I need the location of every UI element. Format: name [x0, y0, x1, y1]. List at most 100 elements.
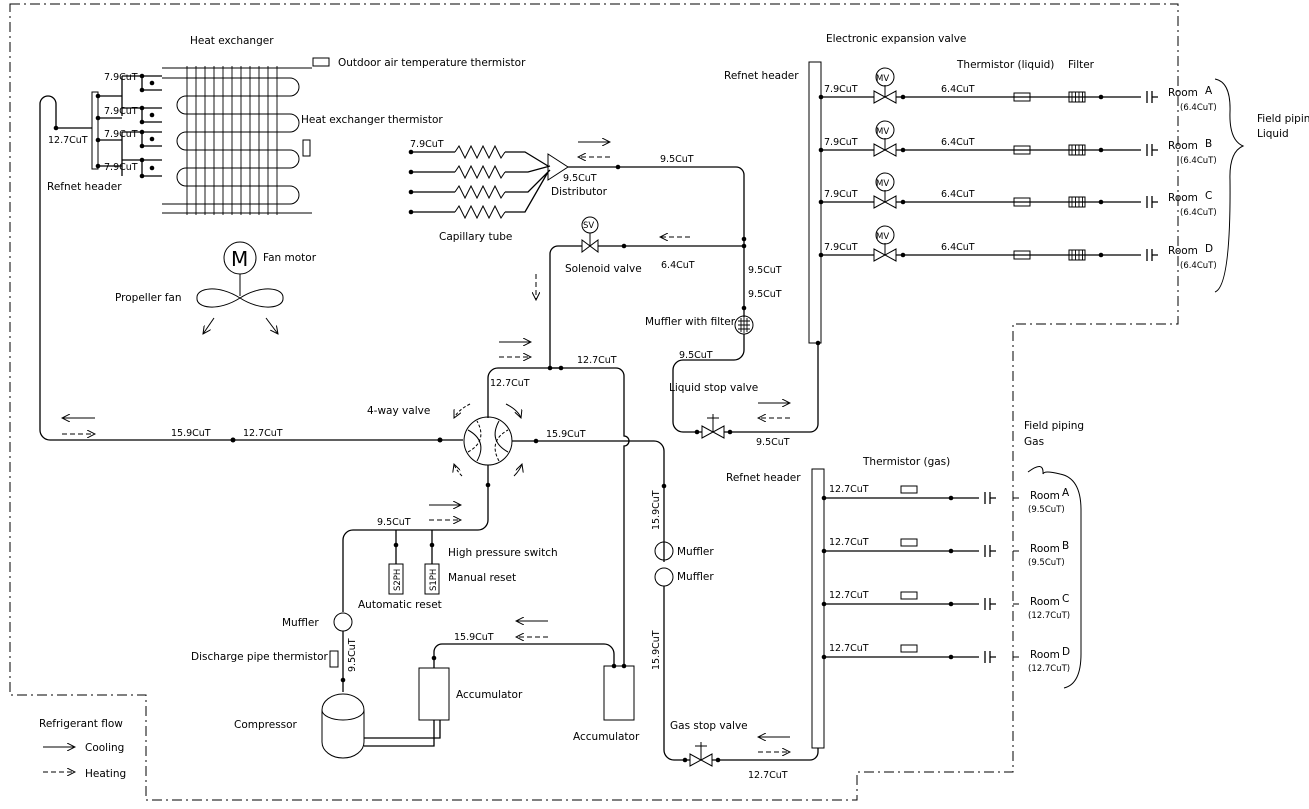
s1ph-switch-icon [424, 563, 440, 595]
s1ph-label: S1PH [429, 569, 439, 591]
valve-top-pipe-label: 12.7CuT [490, 378, 530, 389]
main-left-pipe [39, 95, 463, 441]
gas-thermistor-icon [900, 644, 918, 653]
eev-valve-body [873, 90, 887, 104]
gas-branch-pipe [824, 492, 996, 504]
outdoor-air-thermistor-label: Outdoor air temperature thermistor [338, 57, 526, 69]
gas-branch-pipe [824, 598, 996, 610]
liquid-branch-pipe [821, 196, 1158, 208]
field-piping-liquid-label-2: Liquid [1257, 128, 1289, 140]
liquid-branch-node [1098, 252, 1104, 258]
compressor-icon [321, 693, 365, 759]
unit-boundary [9, 3, 1179, 801]
hx-main-pipe: 12.7CuT [48, 135, 88, 146]
liquid-thermistor-icon [1013, 197, 1031, 207]
liquid-room-name: Room [1168, 140, 1198, 152]
propeller-fan-label: Propeller fan [115, 292, 182, 304]
gas-branch-node [948, 654, 954, 660]
gas-room-letter: A [1062, 487, 1070, 499]
liquid-vertical-pipe-1: 9.5CuT [748, 265, 782, 276]
refnet-header-left-label: Refnet header [47, 181, 122, 193]
gas-branch-pipe [824, 651, 996, 663]
accumulator-1-label: Accumulator [456, 689, 523, 701]
thermistor-gas-label: Thermistor (gas) [862, 456, 950, 468]
outdoor-air-thermistor-icon [312, 57, 330, 67]
muffler-left-label: Muffler [282, 617, 319, 629]
solenoid-line-pipe: 6.4CuT [661, 260, 695, 271]
eev-mv-label: MV [876, 127, 889, 137]
gas-branch-pipe-size: 12.7CuT [829, 590, 869, 601]
hx-thermistor-label: Heat exchanger thermistor [301, 114, 443, 126]
four-way-valve-label: 4-way valve [367, 405, 430, 417]
liquid-branch-node [900, 252, 906, 258]
accumulator-line-pipe: 15.9CuT [454, 632, 494, 643]
liquid-branch-pipe [821, 249, 1158, 261]
solenoid-valve-label: Solenoid valve [565, 263, 642, 275]
liquid-room-letter: C [1205, 190, 1212, 202]
filter-label: Filter [1068, 59, 1095, 71]
solenoid-sv-letter: SV [583, 221, 594, 231]
muffler-with-filter-label: Muffler with filter [645, 316, 736, 328]
gas-room-name: Room [1030, 490, 1060, 502]
accumulator-2-label: Accumulator [573, 731, 640, 743]
thermistor-liquid-label: Thermistor (liquid) [956, 59, 1054, 71]
accumulator-1-icon [418, 667, 450, 721]
liquid-branch-pipe-size: 6.4CuT [941, 242, 975, 253]
liquid-room-letter: B [1205, 138, 1212, 150]
liquid-stop-valve-label: Liquid stop valve [669, 382, 758, 394]
discharge-h-pipe: 9.5CuT [377, 517, 411, 528]
gas-stop-valve-icon [689, 742, 713, 767]
gas-stop-pipe: 12.7CuT [748, 770, 788, 781]
gas-stop-valve-label: Gas stop valve [670, 720, 748, 732]
suction-top-pipe [550, 367, 630, 666]
heat-exchanger-label: Heat exchanger [190, 35, 274, 47]
liquid-branch-node [818, 94, 824, 100]
liquid-branch-node [1098, 147, 1104, 153]
accumulator-2-icon [603, 665, 635, 721]
gas-branch-pipe-size: 12.7CuT [829, 643, 869, 654]
muffler-b-label: Muffler [677, 571, 714, 583]
muffler-a-icon [654, 541, 674, 561]
eev-actuator-icon [875, 225, 895, 245]
gas-branch-node [948, 495, 954, 501]
gas-vertical-pipe-2: 15.9CuT [651, 630, 662, 670]
liquid-branch-pipe-size: 6.4CuT [941, 189, 975, 200]
hx-pipe-d: 7.9CuT [104, 162, 138, 173]
eev-valve-body [883, 143, 897, 157]
main-left-pipe-1: 15.9CuT [171, 428, 211, 439]
gas-thermistor-icon [900, 538, 918, 547]
field-piping-liquid-label-1: Field piping [1257, 113, 1309, 125]
eev-mv-label: MV [876, 74, 889, 84]
muffler-a-label: Muffler [677, 546, 714, 558]
liquid-vertical-pipe-2: 9.5CuT [748, 289, 782, 300]
high-pressure-switch-label: High pressure switch [448, 547, 558, 559]
liquid-inlet-pipe: 7.9CuT [824, 137, 858, 148]
eev-actuator-icon [875, 120, 895, 140]
gas-room-size: (12.7CuT) [1028, 664, 1070, 674]
liquid-room-letter: A [1205, 85, 1213, 97]
gas-room-name: Room [1030, 543, 1060, 555]
fan-motor-label: Fan motor [263, 252, 317, 264]
valve-right-pipe-label: 15.9CuT [546, 429, 586, 440]
heat-exchanger [162, 66, 312, 215]
eev-actuator-icon [875, 67, 895, 87]
liquid-branch-pipe-size: 6.4CuT [941, 84, 975, 95]
liquid-room-name: Room [1168, 192, 1198, 204]
liquid-room-name: Room [1168, 245, 1198, 257]
refnet-header-gas [811, 468, 825, 749]
refnet-header-left [91, 73, 162, 179]
legend-title: Refrigerant flow [39, 718, 123, 730]
refnet-header-liquid-label: Refnet header [724, 70, 799, 82]
gas-branch-node [821, 548, 827, 554]
refnet-header-gas-label: Refnet header [726, 472, 801, 484]
eev-valve-body [883, 90, 897, 104]
liquid-branch-node [818, 147, 824, 153]
distributor-out-pipe: 9.5CuT [563, 173, 597, 184]
gas-room-letter: B [1062, 540, 1069, 552]
liquid-room-branches: MV 7.9CuT 6.4CuT Room A (6.4CuT) MV 7.9CuT 6.4Cu… [818, 67, 1217, 271]
liquid-room-name: Room [1168, 87, 1198, 99]
suction-top-pipe-label: 12.7CuT [577, 355, 617, 366]
liquid-inlet-pipe: 7.9CuT [824, 189, 858, 200]
liquid-room-size: (6.4CuT) [1180, 103, 1217, 113]
